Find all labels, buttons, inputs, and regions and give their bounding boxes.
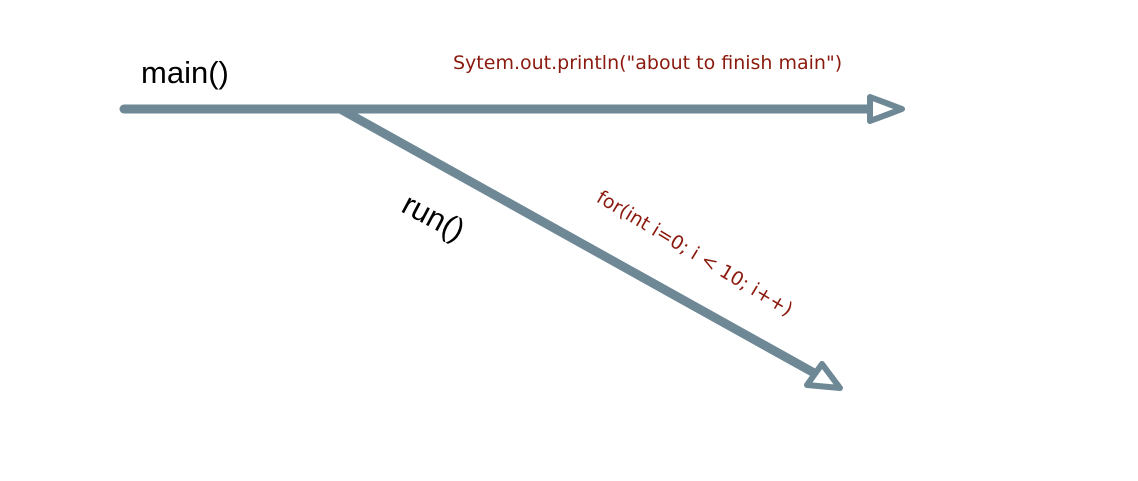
main-thread-label: main() bbox=[141, 55, 229, 90]
main-thread-arrow bbox=[119, 94, 905, 124]
run-thread-arrow bbox=[337, 105, 843, 391]
main-thread-arrowhead bbox=[867, 94, 905, 124]
run-thread-arrowhead bbox=[804, 361, 843, 391]
main-thread-code: Sytem.out.println("about to finish main"… bbox=[453, 52, 843, 74]
run-thread-line bbox=[337, 105, 821, 379]
